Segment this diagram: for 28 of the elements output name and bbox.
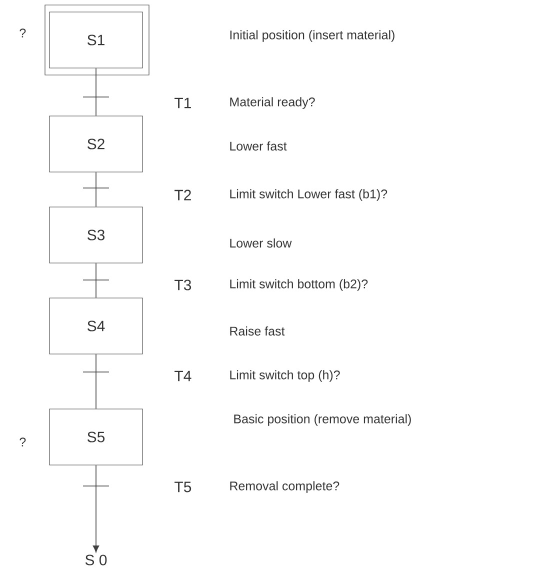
transition-line: [82, 354, 110, 410]
transition-label: T5: [173, 480, 193, 494]
transition-line: [82, 464, 110, 552]
transition-condition: Limit switch Lower fast (b1)?: [230, 189, 388, 201]
transition-line: [82, 262, 110, 298]
step-box: S1: [44, 4, 150, 76]
transition-condition: Raise fast: [230, 326, 285, 336]
transition-condition: ?: [20, 28, 26, 38]
transition-label: T4: [173, 370, 193, 382]
transition-condition: Limit switch top (h)?: [230, 370, 340, 382]
transition-label: T2: [173, 188, 193, 202]
transition-condition: Material ready?: [230, 97, 315, 109]
transition-condition: Basic position (remove material): [234, 414, 411, 426]
transition-label: T1: [173, 96, 193, 110]
transition-condition: Limit switch bottom (b2)?: [230, 279, 368, 291]
transition-condition: ?: [20, 438, 26, 446]
step-box: S4: [49, 298, 143, 354]
transition-condition: Lower fast: [230, 141, 287, 151]
transition-line: [82, 172, 110, 208]
transition-condition: Removal complete?: [230, 481, 340, 493]
step-label: S 0: [85, 554, 107, 566]
step-box: S2: [49, 116, 143, 172]
step-box: S3: [49, 206, 143, 264]
step-box: S5: [49, 408, 143, 466]
transition-condition: Initial position (insert material): [230, 30, 394, 42]
transition-condition: Lower slow: [230, 238, 292, 248]
transition-label: T3: [173, 278, 193, 292]
transition-line: [82, 68, 110, 116]
